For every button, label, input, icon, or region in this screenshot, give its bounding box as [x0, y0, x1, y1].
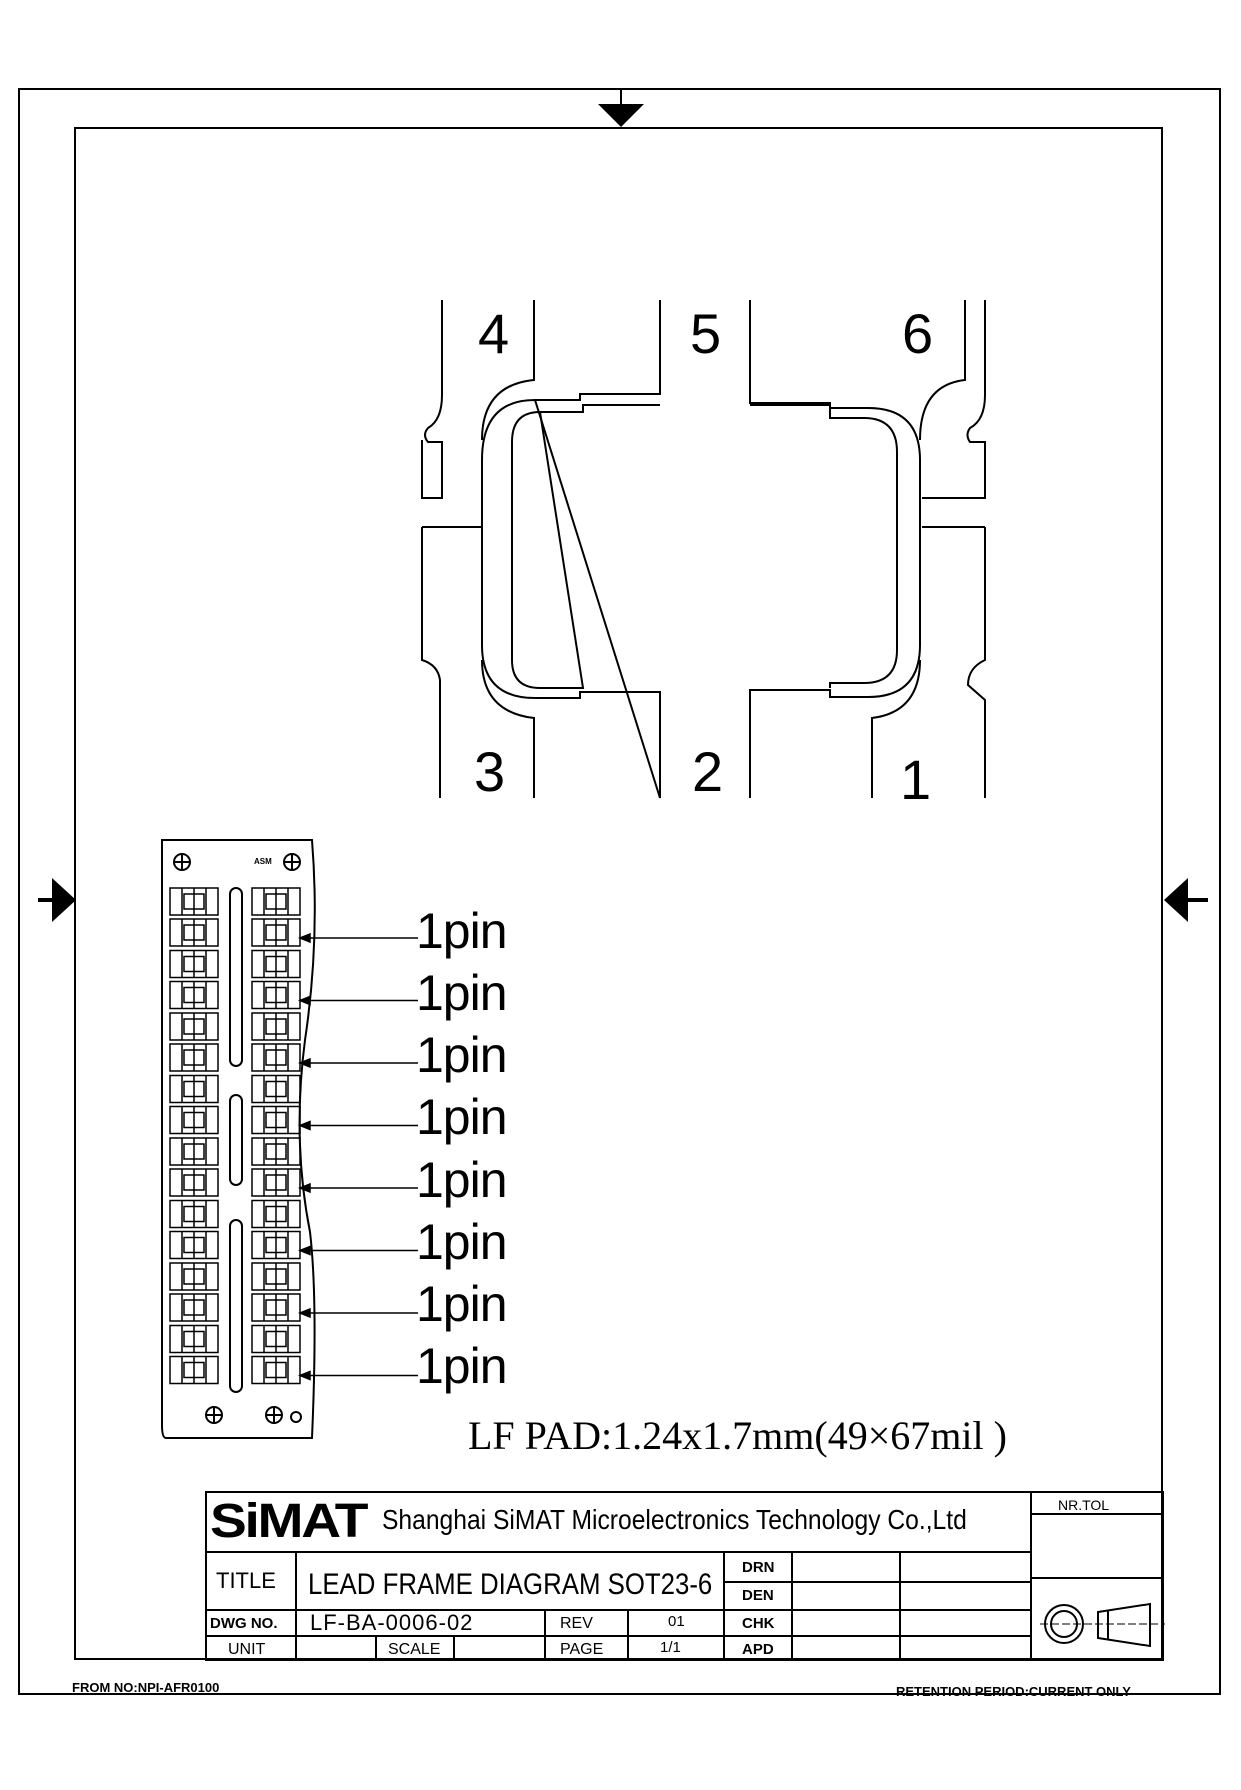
pin-leader-arrow-icon [297, 1370, 311, 1381]
strip-unit-pad [183, 1330, 205, 1348]
pin-label: 1pin [416, 903, 508, 959]
strip-unit-pad [183, 955, 205, 973]
pin-leader-arrow-icon [297, 932, 311, 944]
strip-unit-pad [183, 893, 205, 910]
pin-number-2: 2 [692, 740, 724, 803]
pin-number-5: 5 [690, 302, 722, 365]
title-label: TITLE [216, 1568, 276, 1593]
company-name: Shanghai SiMAT Microelectronics Technolo… [382, 1504, 967, 1535]
strip-unit-pad [265, 1330, 287, 1348]
strip-unit-pad [265, 893, 287, 910]
retention-period: RETENTION PERIOD:CURRENT ONLY [896, 1684, 1131, 1699]
outer-border [18, 88, 1221, 1695]
strip-unit-pad [183, 1143, 205, 1160]
strip-unit-pad [265, 1236, 287, 1254]
strip-unit-pad [183, 1080, 205, 1098]
dwg-no-label: DWG NO. [210, 1615, 278, 1632]
strip-unit-pad [265, 955, 287, 973]
page-label: PAGE [560, 1641, 604, 1658]
pin-leader-arrow-icon [297, 1182, 311, 1194]
strip-unit-pad [183, 1361, 205, 1379]
strip-unit-pad [265, 1080, 287, 1098]
lead-1 [922, 526, 986, 798]
strip-unit-pad [183, 1018, 205, 1035]
pin-label: 1pin [416, 1214, 508, 1270]
den-label: DEN [742, 1587, 774, 1604]
pin-leader-arrow-icon [297, 1307, 311, 1319]
pin-label: 1pin [416, 965, 508, 1021]
dwg-no-value: LF-BA-0006-02 [310, 1610, 474, 1635]
pin-number-6: 6 [902, 302, 934, 365]
pin-number-1: 1 [900, 748, 932, 811]
top-arrow-icon [598, 104, 644, 127]
company-logo: SiMAT [210, 1495, 368, 1548]
strip-unit-pad [183, 1205, 205, 1223]
strip-unit-pad [265, 1049, 287, 1066]
pin-label: 1pin [416, 1089, 508, 1145]
projection-symbol-icon [1040, 1602, 1165, 1648]
lead-3 [421, 526, 482, 798]
strip-unit-pad [265, 1018, 287, 1035]
strip-unit-pad [265, 1111, 287, 1129]
pad-inner [511, 404, 898, 689]
rev-value: 01 [668, 1613, 685, 1630]
right-arrow-icon [1164, 878, 1188, 922]
lead-6 [919, 300, 966, 441]
strip-unit-pad [183, 1268, 205, 1285]
pin-label: 1pin [416, 1276, 508, 1332]
lead-4 [421, 300, 443, 499]
scale-label: SCALE [388, 1641, 441, 1658]
pin-label: 1pin [416, 1338, 508, 1394]
nr-tol-label: NR.TOL [1058, 1497, 1110, 1513]
rev-label: REV [560, 1615, 593, 1632]
strip-unit-pad [265, 1174, 287, 1191]
pin-label: 1pin [416, 1152, 508, 1208]
pin-number-4: 4 [478, 302, 510, 365]
strip-unit-pad [265, 1299, 287, 1316]
strip-outline [161, 839, 316, 1439]
strip-unit-pad [183, 1111, 205, 1129]
form-number: FROM NO:NPI-AFR0100 [72, 1680, 220, 1695]
strip-unit-pad [265, 986, 287, 1004]
left-arrow-icon [52, 878, 76, 922]
title-value: LEAD FRAME DIAGRAM SOT23-6 [308, 1568, 713, 1601]
strip-unit-pad [265, 1143, 287, 1160]
strip-unit-pad [183, 1049, 205, 1066]
pin-leader-arrow-icon [297, 1120, 311, 1131]
unit-label: UNIT [228, 1641, 266, 1658]
strip-unit-pad [183, 1299, 205, 1316]
strip-unit-pad [265, 924, 287, 941]
strip-unit-pad [183, 924, 205, 941]
strip-unit-pad [265, 1361, 287, 1379]
pin-number-3: 3 [474, 740, 506, 803]
pad-outline [481, 300, 921, 799]
pad-spec: LF PAD:1.24x1.7mm(49×67mil ) [468, 1413, 1007, 1458]
strip-unit-pad [183, 1236, 205, 1254]
strip-unit-pad [265, 1268, 287, 1285]
pin-leader-arrow-icon [297, 1057, 311, 1069]
asm-mark: ASM [254, 857, 272, 866]
strip-unit-pad [183, 986, 205, 1004]
strip-unit-pad [183, 1174, 205, 1191]
chk-label: CHK [742, 1615, 775, 1632]
drn-label: DRN [742, 1559, 775, 1576]
apd-label: APD [742, 1641, 774, 1658]
pin-leader-arrow-icon [297, 1245, 311, 1256]
pin-label: 1pin [416, 1027, 508, 1083]
pin-leader-arrow-icon [297, 995, 311, 1006]
page-value: 1/1 [660, 1639, 681, 1656]
strip-unit-pad [265, 1205, 287, 1223]
